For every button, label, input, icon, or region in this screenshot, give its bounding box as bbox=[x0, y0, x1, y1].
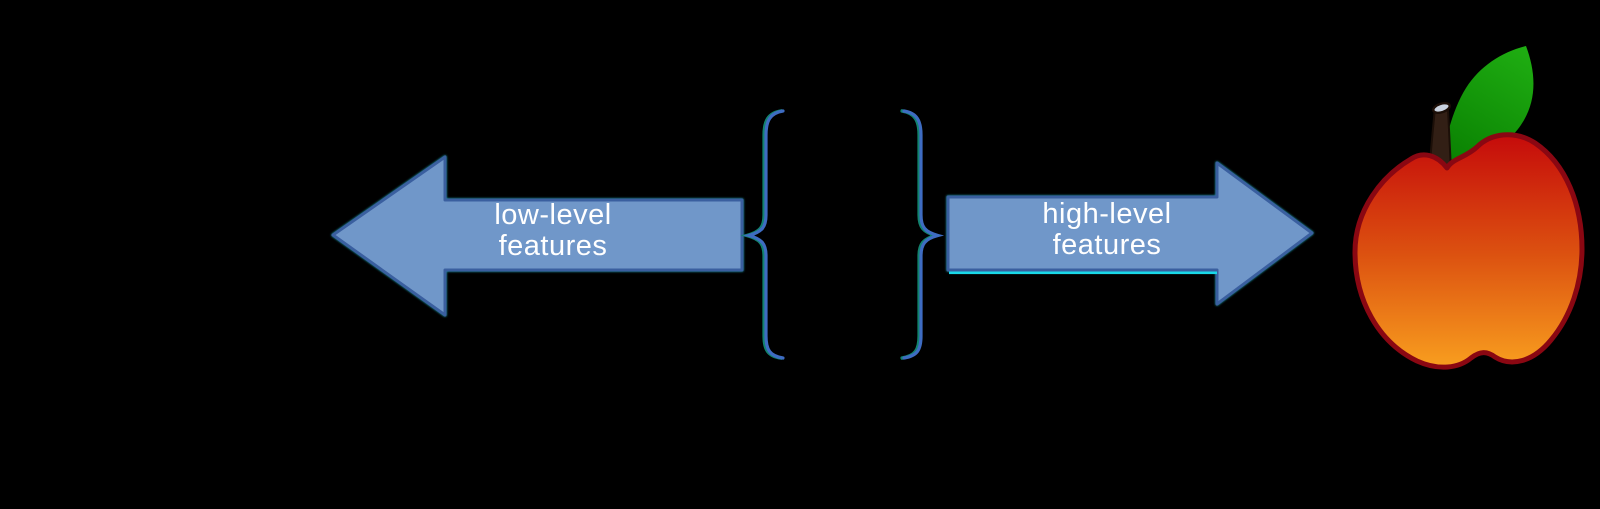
left-brace-stroke bbox=[742, 109, 785, 360]
left-arrow-label-line1: low-level bbox=[494, 199, 612, 231]
right-arrow bbox=[946, 161, 1314, 306]
left-arrow-label-line2: features bbox=[498, 230, 608, 262]
left-arrow-label: low-level features bbox=[413, 200, 693, 262]
left-arrow-shape bbox=[331, 155, 744, 317]
left-brace-icon bbox=[740, 109, 785, 360]
apple-stem-cut bbox=[1432, 102, 1451, 114]
right-arrow-label: high-level features bbox=[967, 199, 1247, 261]
right-arrow-cyan-edge bbox=[949, 271, 1217, 275]
right-arrow-label-line1: high-level bbox=[1042, 198, 1172, 230]
right-arrow-label-line2: features bbox=[1052, 229, 1162, 261]
right-brace-icon bbox=[900, 109, 945, 360]
right-arrow-shape bbox=[946, 161, 1314, 306]
right-brace-stroke bbox=[902, 109, 945, 360]
left-arrow bbox=[331, 155, 744, 317]
apple-body bbox=[1352, 132, 1585, 370]
apple-icon bbox=[1352, 46, 1585, 370]
